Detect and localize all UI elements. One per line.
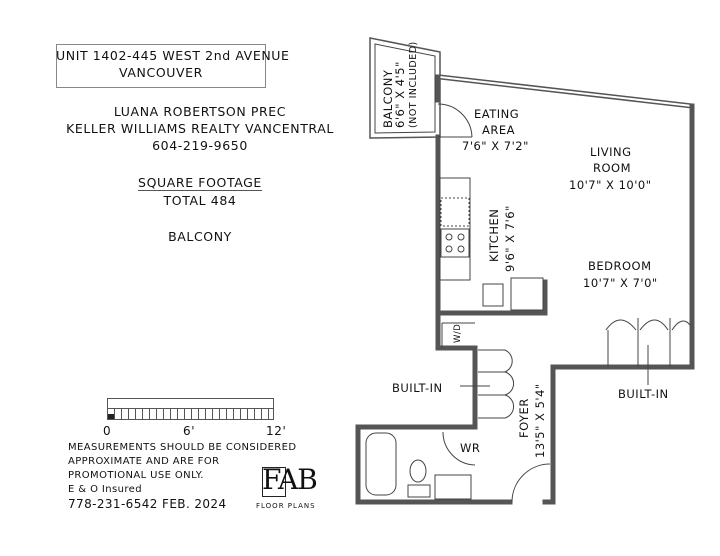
balcony-label: BALCONY 6'6" X 4'5" (NOT INCLUDED) [381,41,419,128]
bathroom-sink [434,474,472,500]
balcony-door [437,103,473,138]
exterior-wall [355,74,695,505]
scale-label-12: 12' [266,424,287,438]
address-box [56,44,266,88]
wd-label: W/D [453,324,463,343]
burner-icon [445,233,453,241]
address-line1: UNIT 1402-445 WEST 2nd AVENUE [56,48,290,63]
svg-text:FOYER: FOYER [517,398,531,438]
scale-bar [107,398,274,420]
foyer-label: FOYER 13'5" X 5'4" [517,383,547,458]
dishwasher [510,277,544,311]
svg-text:13'5" X 5'4": 13'5" X 5'4" [533,383,547,458]
kitchen-partition [435,279,548,316]
bedroom-label: BEDROOM [588,259,652,273]
wr-label: WR [460,441,480,455]
svg-text:BALCONY: BALCONY [381,69,395,128]
builtin-label-right: BUILT-IN [618,387,669,401]
agent-name: LUANA ROBERTSON PREC [113,104,287,119]
scale-label-0: 0 [103,424,112,438]
closet-doors [504,349,514,419]
eating-label-2: AREA [482,123,515,137]
square-footage-total: TOTAL 484 [163,193,237,208]
insured-note: E & O Insured [68,484,142,495]
disclaimer-line3: PROMOTIONAL USE ONLY. [68,470,204,481]
builtin-label-left: BUILT-IN [392,381,443,395]
contact-date: 778-231-6542 FEB. 2024 [68,497,227,511]
disclaimer-line1: MEASUREMENTS SHOULD BE CONSIDERED [68,442,297,453]
living-label-2: ROOM [593,161,631,175]
stove [440,228,470,258]
living-label-1: LIVING [590,145,632,159]
logo-sub: FLOOR PLANS [256,502,316,510]
bedroom-closets [605,318,691,367]
wr-door [442,431,476,466]
scale-label-6: 6' [183,424,196,438]
fridge [440,197,470,227]
entry-door [511,463,551,503]
balcony-inner [374,43,436,134]
agent-brokerage: KELLER WILLIAMS REALTY VANCENTRAL [66,121,334,136]
kitchen-sink [482,283,504,307]
square-footage-heading: SQUARE FOOTAGE [138,175,262,191]
foyer-closets [478,349,505,419]
logo-mark: FAB [262,463,318,496]
disclaimer-line2: APPROXIMATE AND ARE FOR [68,456,220,467]
bedroom-dims: 10'7" X 7'0" [583,276,658,290]
kitchen-label: KITCHEN 9'6" X 7'6" [487,205,517,272]
address-line2: VANCOUVER [119,65,203,80]
bathtub [365,432,397,496]
eating-dims: 7'6" X 7'2" [462,139,529,153]
toilet [409,459,427,483]
svg-text:6'6" X 4'5": 6'6" X 4'5" [393,61,407,128]
square-footage-balcony: BALCONY [168,229,232,244]
eating-label-1: EATING [474,107,519,121]
agent-phone: 604-219-9650 [152,138,248,153]
svg-text:9'6" X 7'6": 9'6" X 7'6" [503,205,517,272]
kitchen-counter [439,177,471,281]
svg-text:KITCHEN: KITCHEN [487,209,501,262]
fab-logo: FAB [256,461,336,501]
living-dims: 10'7" X 10'0" [569,178,652,192]
svg-text:(NOT INCLUDED): (NOT INCLUDED) [408,41,419,128]
wd-closet [441,322,475,348]
